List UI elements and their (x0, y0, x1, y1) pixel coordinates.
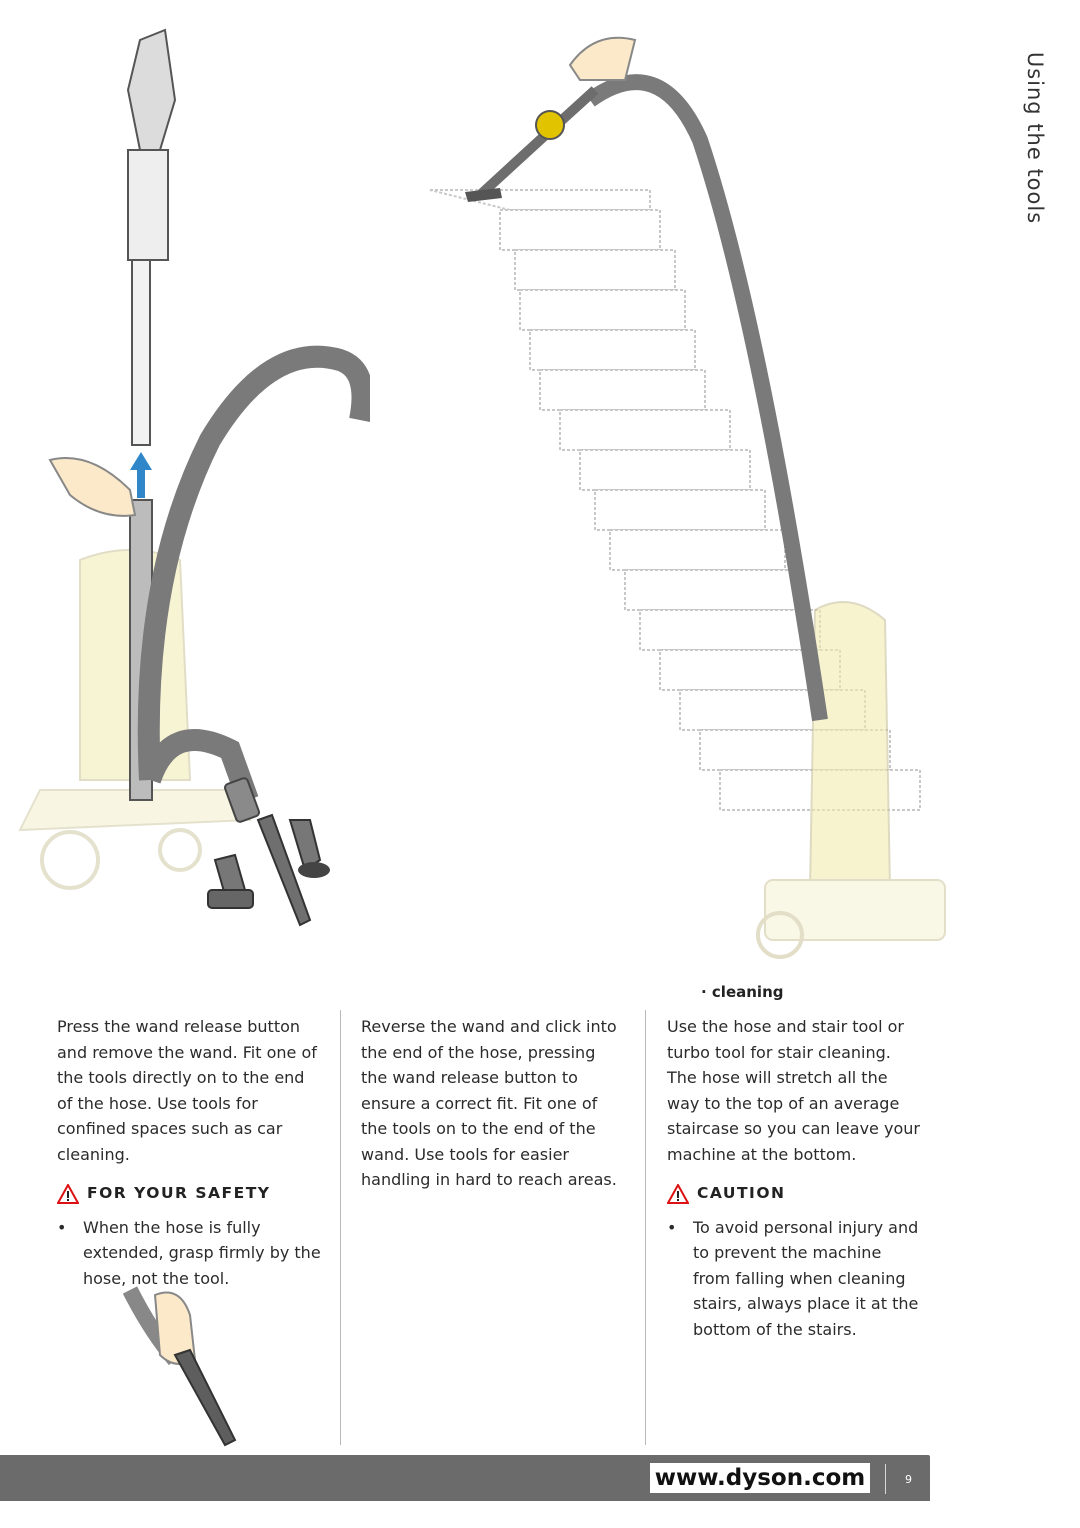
hand-icon (568, 36, 637, 81)
side-title: Using the tools (985, 48, 1080, 228)
crevice-tool-icon (173, 1348, 237, 1447)
bullet-dot: • (57, 1217, 67, 1237)
grasp-hose-illustration (122, 1286, 237, 1447)
column-divider (645, 1010, 646, 1445)
body-text: Press the wand release button and remove… (57, 1017, 317, 1164)
side-title-text: Using the tools (1023, 51, 1047, 225)
upholstery-tool-icon (207, 853, 254, 909)
hand-icon (48, 457, 137, 517)
bullet-text: To avoid personal injury and to prevent … (693, 1217, 919, 1339)
wand-icon (126, 28, 177, 801)
section-subheading: · cleaning (701, 983, 784, 1001)
stair-cleaning-illustration (429, 36, 946, 959)
bullet-item: • When the hose is fully extended, grasp… (57, 1215, 323, 1292)
column-divider (340, 1010, 341, 1445)
crevice-tool-icon (224, 777, 312, 927)
warning-title: FOR YOUR SAFETY (87, 1184, 271, 1202)
brush-tool-icon (288, 819, 330, 878)
column-3: Use the hose and stair tool or turbo too… (667, 1014, 923, 1342)
footer-url-text[interactable]: www.dyson.com (654, 1465, 866, 1491)
page-number: 9 (885, 1464, 931, 1494)
warning-triangle-icon (667, 1183, 689, 1204)
warning-triangle-icon (57, 1183, 79, 1204)
bullet-text: When the hose is fully extended, grasp f… (83, 1217, 321, 1288)
stair-tool-icon (465, 63, 605, 202)
hose-icon (137, 345, 370, 781)
caution-warning: CAUTION (667, 1181, 923, 1207)
column-1: Press the wand release button and remove… (57, 1014, 323, 1291)
footer-url[interactable]: www.dyson.com (650, 1463, 870, 1493)
vacuum-machine-ghost-icon (756, 601, 946, 959)
safety-warning: FOR YOUR SAFETY (57, 1181, 323, 1207)
warning-title: CAUTION (697, 1184, 786, 1202)
wand-removal-illustration (18, 28, 370, 927)
bullet-dot: • (667, 1217, 677, 1237)
hose-icon (585, 74, 828, 722)
bullet-item: • To avoid personal injury and to preven… (667, 1215, 923, 1343)
body-text: Use the hose and stair tool or turbo too… (667, 1017, 920, 1164)
up-arrow-icon (130, 452, 152, 498)
body-text: Reverse the wand and click into the end … (361, 1017, 617, 1189)
column-2: Reverse the wand and click into the end … (361, 1014, 625, 1193)
